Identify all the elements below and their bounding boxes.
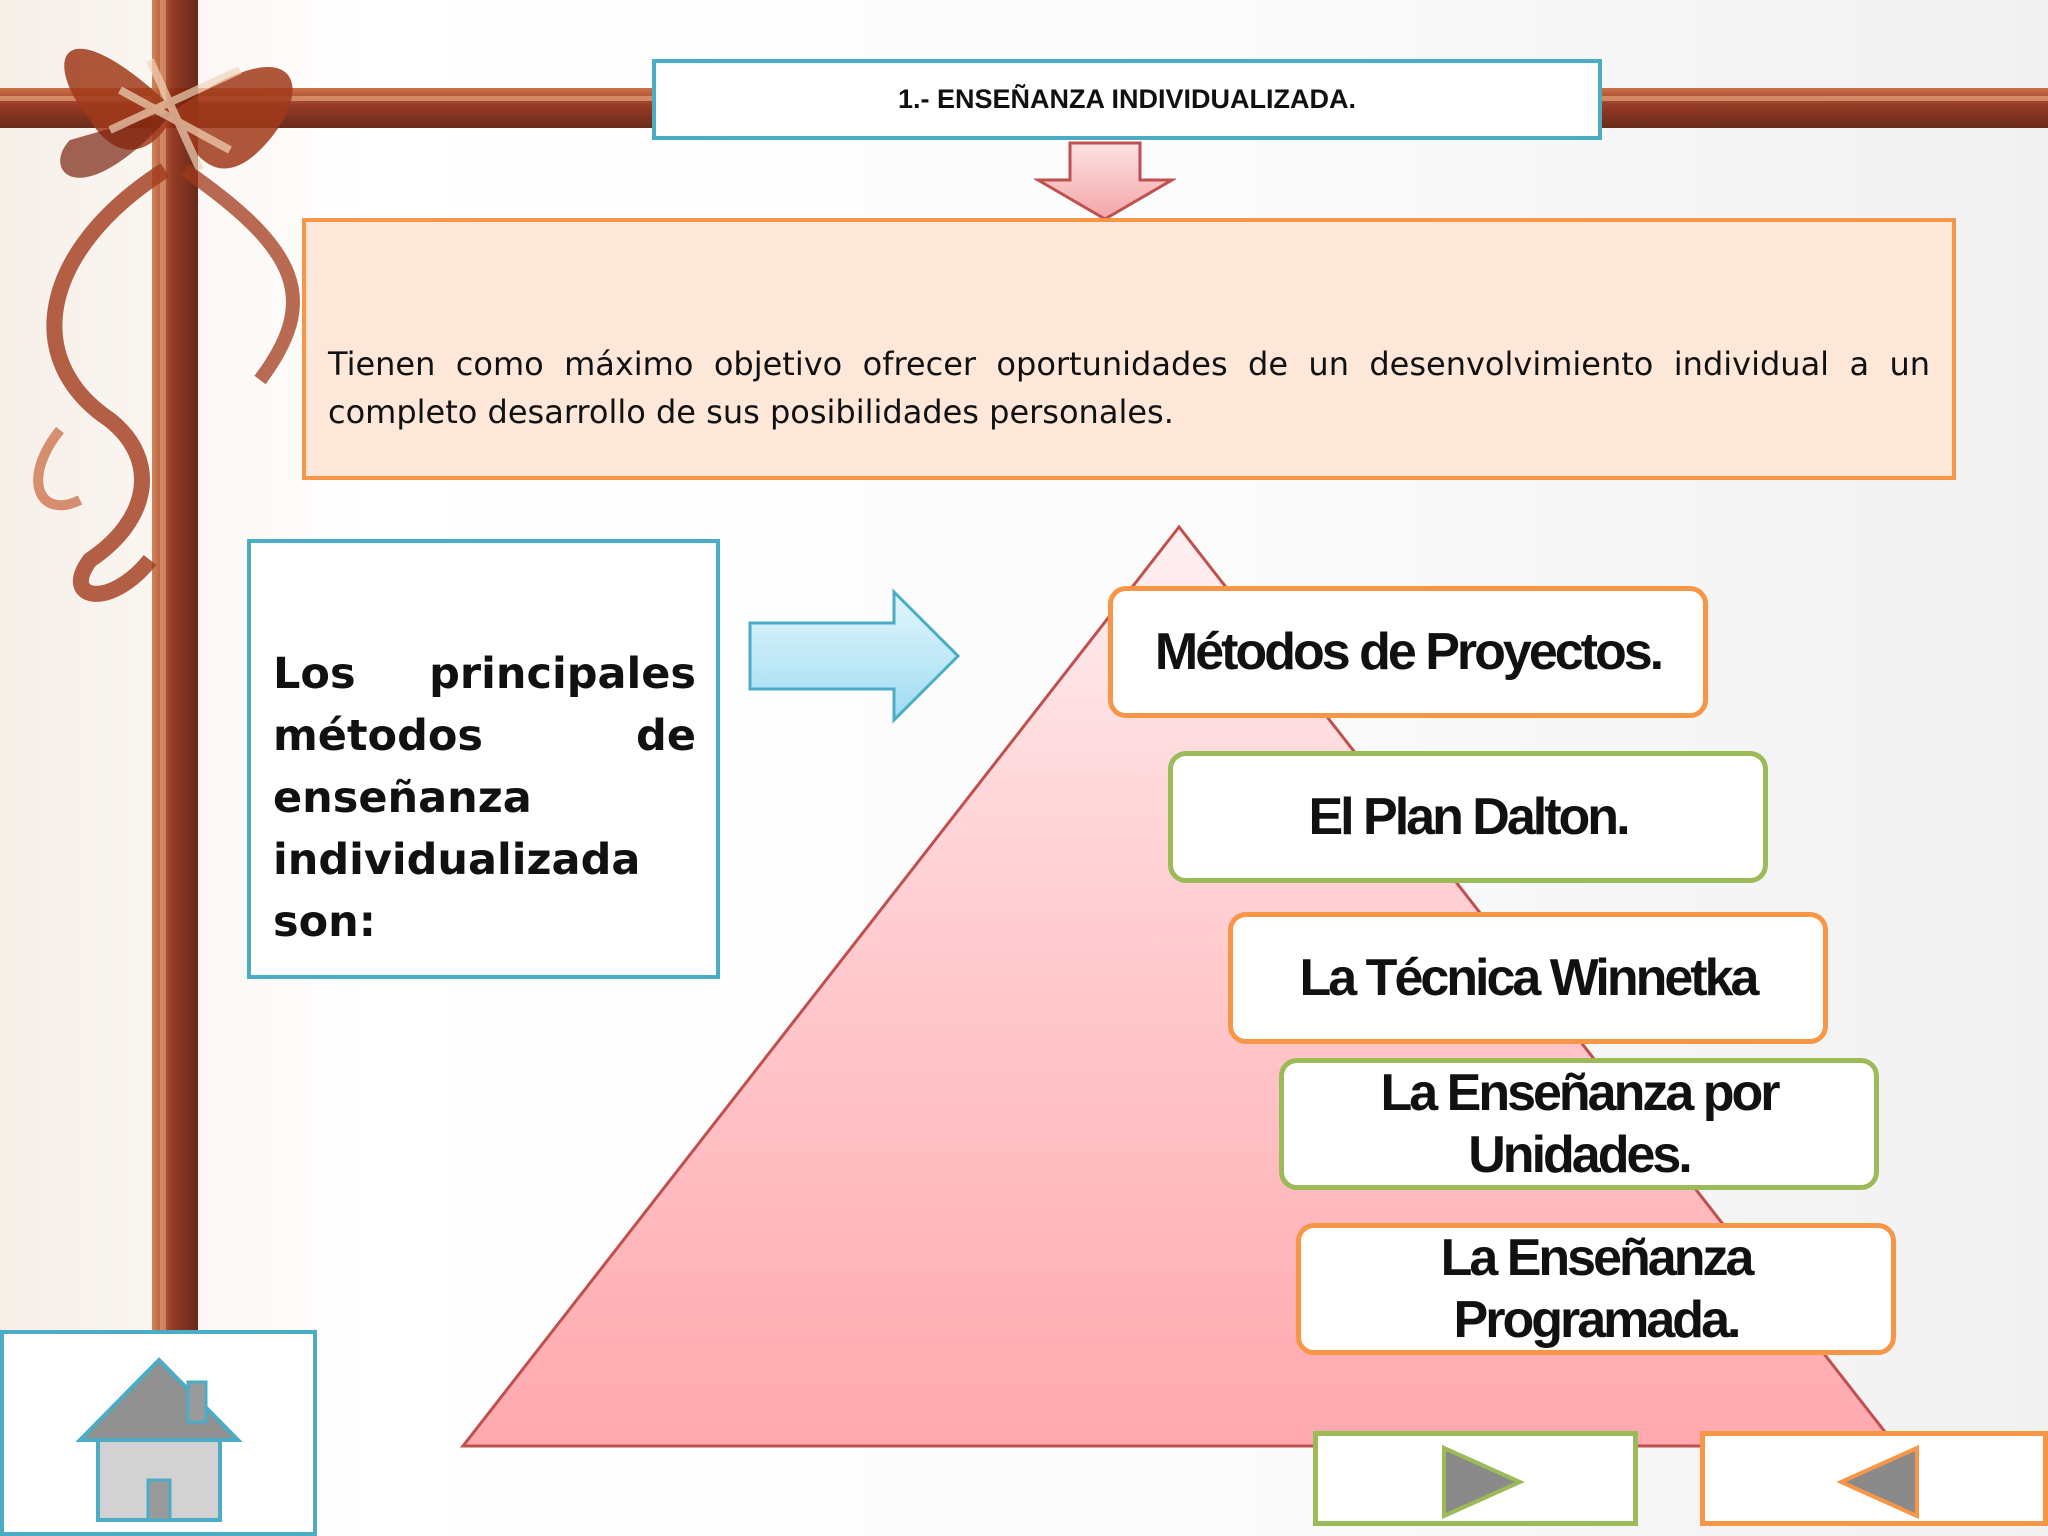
method-label-unidades-line1: La Enseñanza por	[1380, 1064, 1781, 1122]
method-box-programada: La Enseñanza Programada.	[1296, 1223, 1896, 1355]
previous-button[interactable]	[1700, 1431, 2048, 1526]
methods-intro-text: Los principales métodos de enseñanza ind…	[273, 649, 696, 947]
method-label-proyectos: Métodos de Proyectos.	[1154, 623, 1664, 681]
title-box: 1.- ENSEÑANZA INDIVIDUALIZADA.	[652, 59, 1602, 140]
down-arrow-icon	[1034, 141, 1176, 221]
method-label-programada-line1: La Enseñanza	[1440, 1229, 1755, 1287]
method-label-programada-line2: Programada.	[1453, 1291, 1742, 1349]
method-box-dalton: El Plan Dalton.	[1168, 751, 1768, 883]
slide-title: 1.- ENSEÑANZA INDIVIDUALIZADA.	[897, 84, 1356, 114]
play-right-icon	[1442, 1444, 1524, 1520]
objective-box: Tienen como máximo objetivo ofrecer opor…	[302, 218, 1956, 480]
play-left-icon	[1837, 1444, 1919, 1520]
method-label-unidades-line2: Unidades.	[1468, 1126, 1693, 1184]
objective-text: Tienen como máximo objetivo ofrecer opor…	[328, 345, 1930, 431]
method-label-dalton: El Plan Dalton.	[1308, 788, 1630, 846]
method-label-winnetka: La Técnica Winnetka	[1299, 949, 1760, 1007]
right-arrow-icon	[748, 588, 961, 724]
home-button[interactable]	[0, 1330, 317, 1536]
home-icon	[76, 1357, 242, 1522]
method-box-winnetka: La Técnica Winnetka	[1228, 912, 1828, 1044]
method-box-proyectos: Métodos de Proyectos.	[1108, 586, 1708, 718]
next-button[interactable]	[1313, 1431, 1638, 1526]
methods-intro-box: Los principales métodos de enseñanza ind…	[247, 539, 720, 979]
method-box-unidades: La Enseñanza por Unidades.	[1279, 1058, 1879, 1190]
